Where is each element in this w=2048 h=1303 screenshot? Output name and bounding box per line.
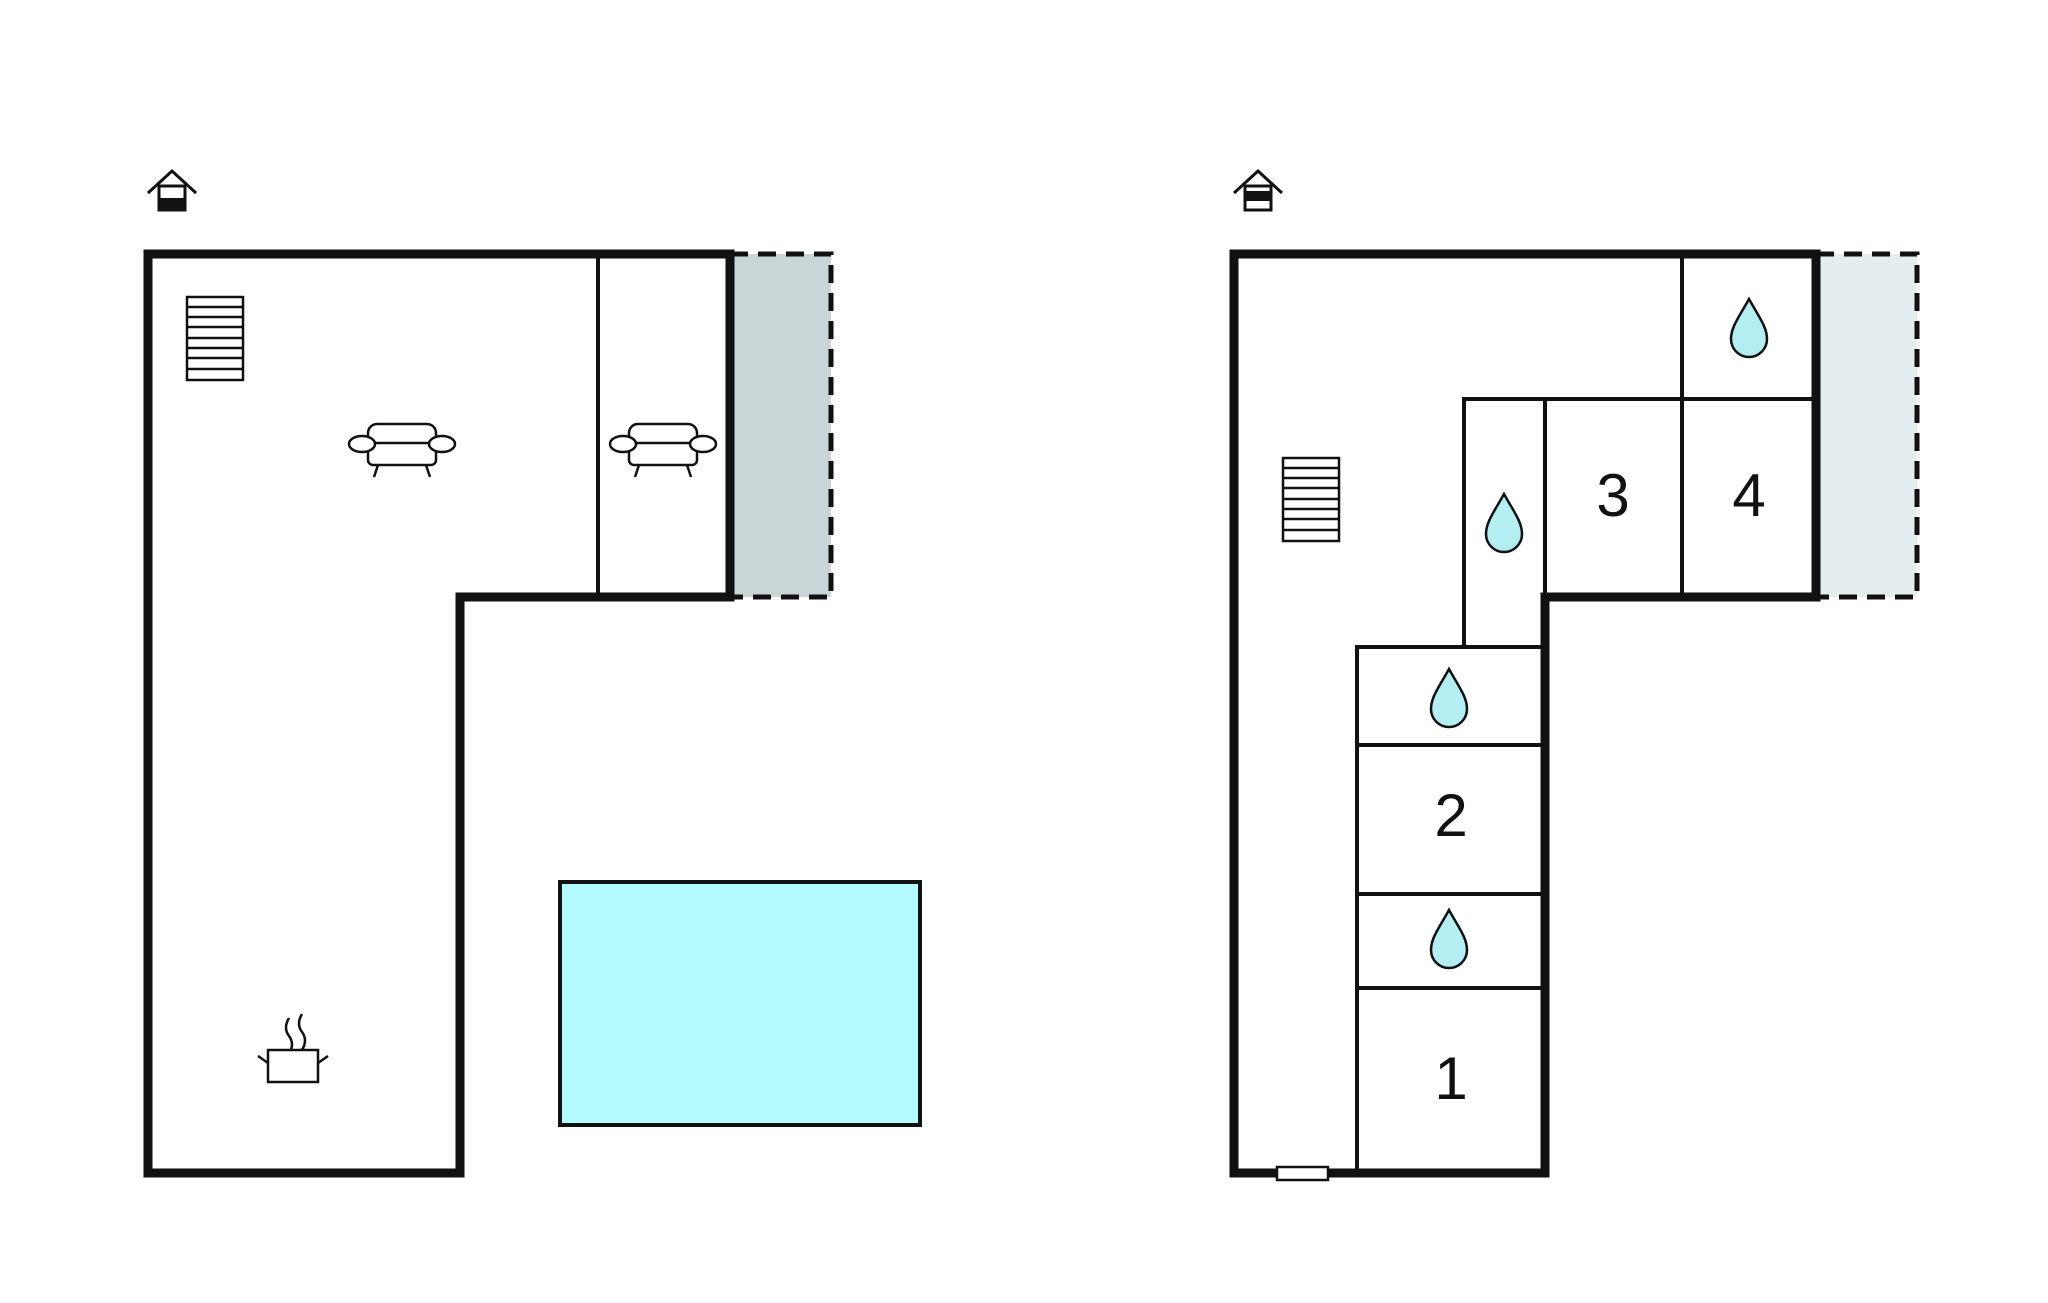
terrace <box>1816 254 1917 597</box>
stairs-icon <box>1281 456 1341 543</box>
bedroom-label: 1 <box>1434 1045 1467 1112</box>
door-icon <box>1275 1165 1330 1182</box>
sofa-icon <box>608 422 718 478</box>
house-level-ground-icon <box>146 168 198 212</box>
house-level-upper-icon <box>1232 168 1284 212</box>
bathroom-drop-icon <box>1484 491 1524 554</box>
kitchen-pot-icon <box>257 1013 329 1084</box>
pool <box>558 880 922 1127</box>
bedroom-label: 2 <box>1434 782 1467 849</box>
bathroom-drop-icon <box>1729 296 1769 359</box>
bathroom-drop-icon <box>1429 666 1469 729</box>
sofa-icon <box>347 422 457 478</box>
bedroom-label: 4 <box>1732 462 1765 529</box>
ground-floor-walls <box>143 249 735 1178</box>
bathroom-drop-icon <box>1429 907 1469 970</box>
upper-floor-walls <box>1229 249 1821 1178</box>
stairs-icon <box>185 295 245 382</box>
upper-floor: 1 2 3 4 <box>1229 168 1920 1182</box>
terrace <box>730 254 831 597</box>
bedroom-label: 3 <box>1596 462 1629 529</box>
upper-floor-partitions <box>1355 254 1816 1173</box>
ground-floor <box>143 168 922 1178</box>
